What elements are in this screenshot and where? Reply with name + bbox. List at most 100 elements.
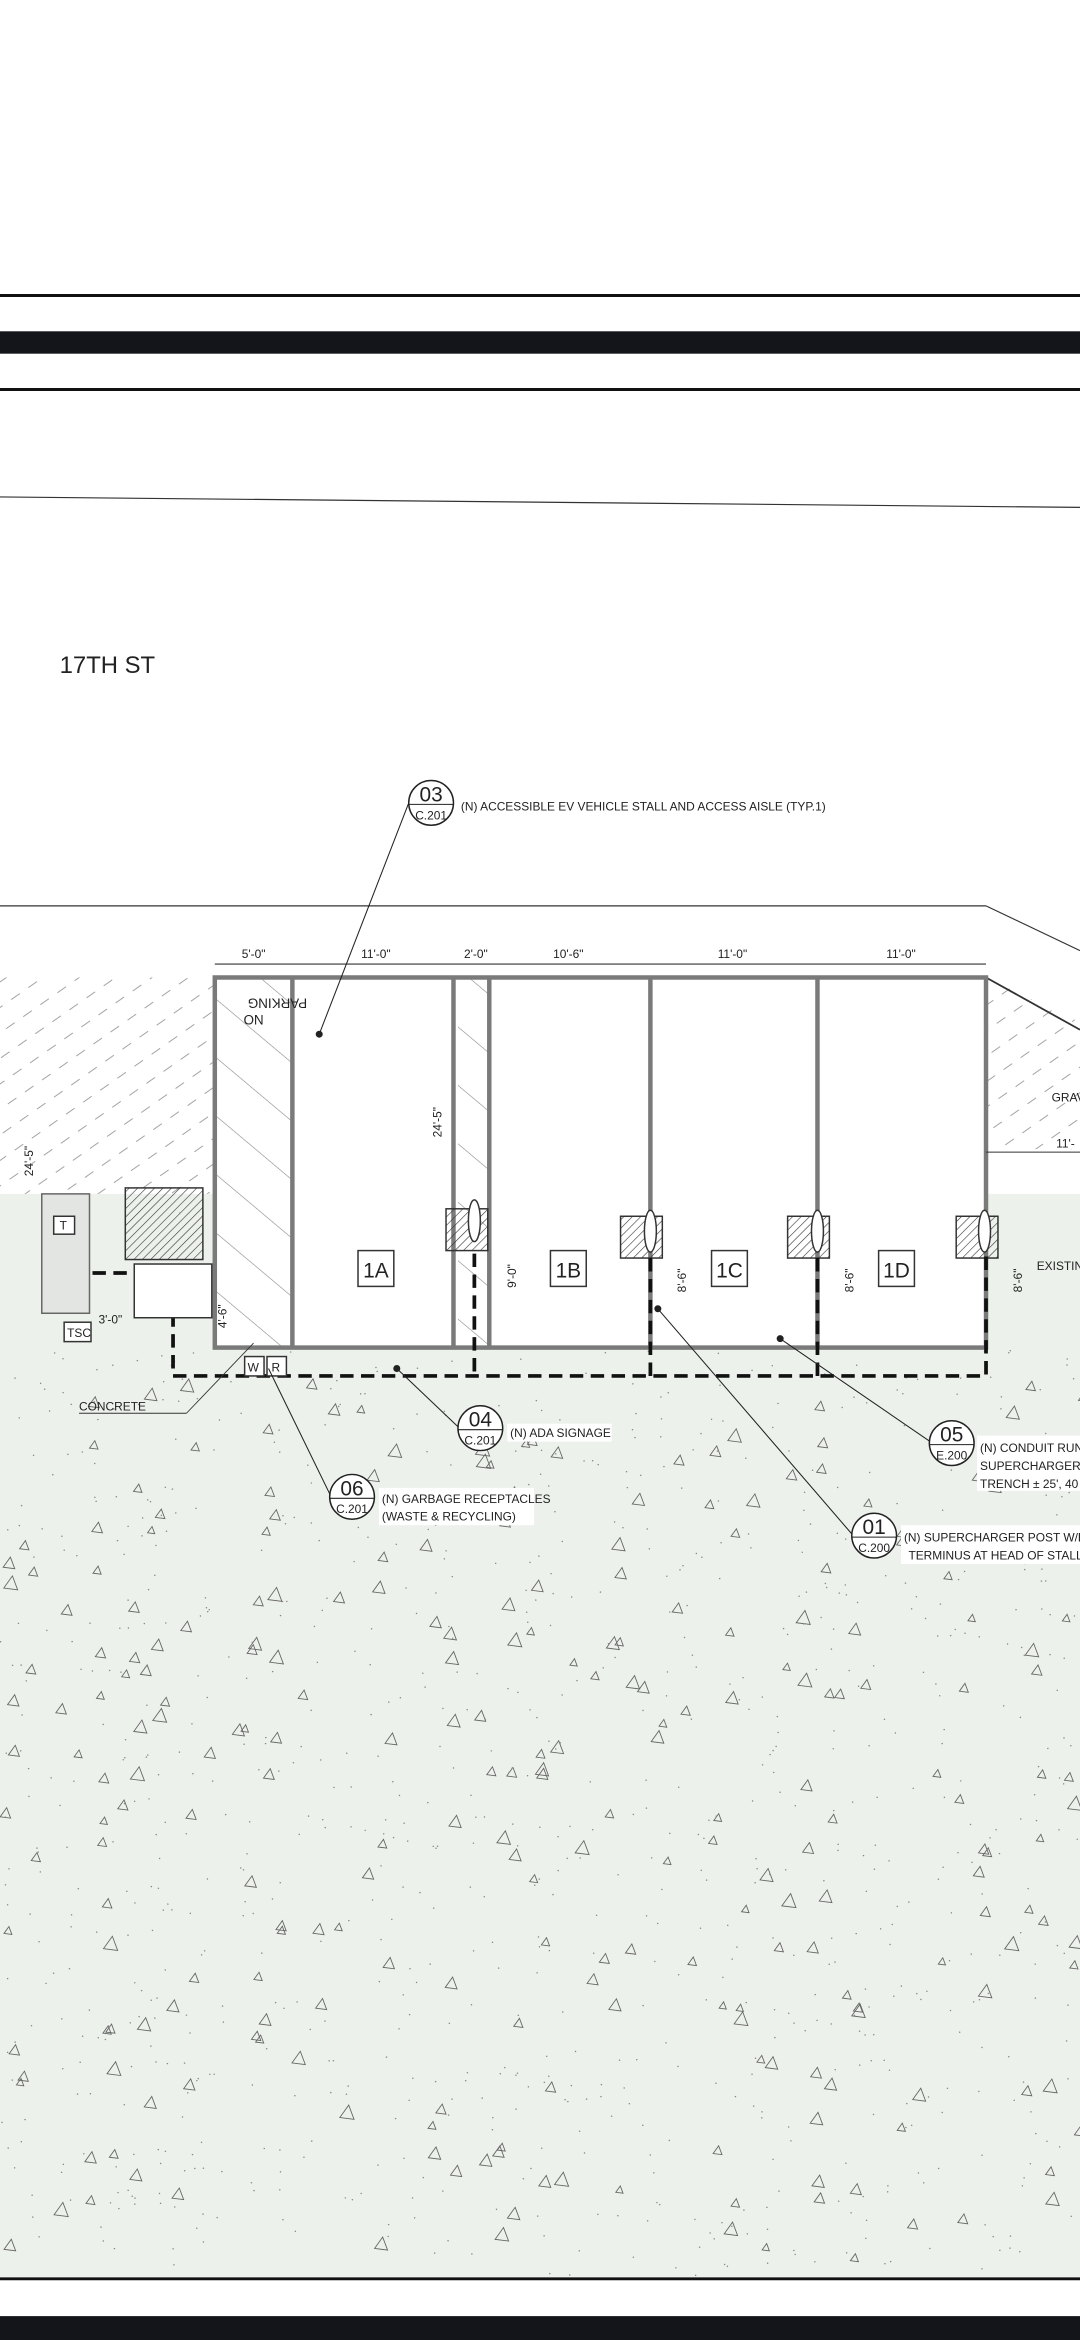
svg-text:W: W <box>248 1360 260 1374</box>
aggregate-dot <box>186 2092 189 2094</box>
aggregate-dot <box>245 1677 248 1680</box>
aggregate-dot <box>935 1683 937 1685</box>
aggregate-dot <box>536 2215 539 2217</box>
aggregate-mark <box>3 2238 17 2252</box>
aggregate-dot <box>73 1780 75 1782</box>
aggregate-dot <box>483 1816 486 1818</box>
aggregate-mark <box>981 1846 993 1858</box>
aggregate-dot <box>33 1556 35 1558</box>
aggregate-mark <box>977 1983 993 1999</box>
aggregate-dot <box>146 1499 149 1501</box>
aggregate-mark <box>785 1468 798 1481</box>
aggregate-mark <box>262 1423 274 1435</box>
aggregate-dot <box>442 2190 444 2192</box>
svg-text:C.200: C.200 <box>858 1541 890 1555</box>
aggregate-dot <box>805 1591 808 1593</box>
aggregate-dot <box>6 1977 9 1980</box>
aggregate-dot <box>548 1949 551 1952</box>
aggregate-dot <box>133 2153 135 2156</box>
aggregate-dot <box>199 1615 202 1617</box>
aggregate-dot <box>999 1954 1001 1957</box>
curb-line <box>985 976 1080 1031</box>
aggregate-dot <box>70 1403 73 1406</box>
aggregate-dot <box>127 1525 129 1528</box>
aggregate-dot <box>130 2065 133 2068</box>
aggregate-mark <box>850 2003 866 2019</box>
aggregate-dot <box>694 2274 697 2277</box>
aggregate-mark <box>1025 1380 1037 1392</box>
aggregate-dot <box>1022 2081 1025 2083</box>
aggregate-mark <box>604 1808 615 1819</box>
aggregate-mark <box>896 2122 907 2132</box>
aggregate-dot <box>745 1457 747 1460</box>
aggregate-mark <box>312 1922 325 1936</box>
aggregate-dot <box>876 1796 878 1799</box>
aggregate-dot <box>698 2246 701 2249</box>
aggregate-dot <box>81 2035 84 2037</box>
aggregate-dot <box>1063 1737 1065 1739</box>
aggregate-dot <box>1041 1568 1043 1570</box>
aggregate-dot <box>529 1561 531 1564</box>
aggregate-dot <box>906 2102 908 2105</box>
aggregate-dot <box>442 1707 444 1710</box>
aggregate-mark <box>590 1670 600 1681</box>
aggregate-mark <box>88 1439 99 1450</box>
aggregate-dot <box>694 2218 696 2221</box>
aggregate-dot <box>495 2208 498 2211</box>
aggregate-dot <box>549 1624 552 1627</box>
aggregate-dot <box>943 1796 946 1799</box>
aggregate-mark <box>127 1600 140 1613</box>
aggregate-dot <box>448 1625 450 1628</box>
aggregate-dot <box>561 1540 564 1543</box>
aggregate-dot <box>435 1847 437 1850</box>
aggregate-dot <box>137 1403 140 1406</box>
aggregate-mark <box>427 2120 437 2130</box>
aggregate-dot <box>1045 1580 1047 1582</box>
aggregate-dot <box>279 1614 282 1617</box>
aggregate-dot <box>665 1695 668 1697</box>
aggregate-dot <box>632 1813 635 1816</box>
aggregate-dot <box>384 1819 387 1821</box>
aggregate-dot <box>271 1670 274 1673</box>
aggregate-dot <box>424 1686 426 1688</box>
aggregate-mark <box>132 1719 148 1734</box>
aggregate-dot <box>162 1398 164 1401</box>
aggregate-mark <box>712 1812 723 1823</box>
aggregate-dot <box>344 2197 347 2199</box>
aggregate-dot <box>419 1891 421 1894</box>
aggregate-dot <box>7 1529 9 1531</box>
aggregate-dot <box>888 2069 891 2071</box>
svg-text:1B: 1B <box>556 1259 582 1282</box>
aggregate-dot <box>151 1929 154 1932</box>
aggregate-dot <box>472 1842 475 1844</box>
aggregate-dot <box>618 2059 621 2061</box>
aggregate-dot <box>330 2091 332 2094</box>
aggregate-mark <box>264 1486 276 1498</box>
aggregate-mark <box>673 1454 685 1466</box>
aggregate-mark <box>261 1526 271 1536</box>
aggregate-dot <box>642 1709 644 1712</box>
aggregate-dot <box>1023 2177 1025 2179</box>
aggregate-dot <box>0 1641 2 1643</box>
aggregate-dot <box>59 1804 61 1807</box>
aggregate-dot <box>845 2162 847 2164</box>
aggregate-dot <box>89 2093 92 2095</box>
aggregate-dot <box>392 1428 395 1430</box>
aggregate-mark <box>27 1566 39 1577</box>
aggregate-mark <box>1023 1904 1034 1914</box>
aggregate-dot <box>646 2220 649 2222</box>
aggregate-dot <box>69 2199 72 2201</box>
aggregate-mark <box>106 2060 122 2077</box>
aggregate-dot <box>540 1409 543 1412</box>
aggregate-dot <box>456 1671 458 1673</box>
aggregate-dot <box>950 1469 953 1471</box>
svg-text:1A: 1A <box>363 1259 389 1282</box>
aggregate-dot <box>731 2225 733 2228</box>
aggregate-dot <box>470 2004 473 2006</box>
aggregate-mark <box>55 1702 68 1715</box>
dim-right: 11'- <box>1056 1137 1075 1151</box>
aggregate-dot <box>663 1465 665 1468</box>
aggregate-dot <box>820 1616 822 1619</box>
conduit-run <box>92 1250 988 1378</box>
